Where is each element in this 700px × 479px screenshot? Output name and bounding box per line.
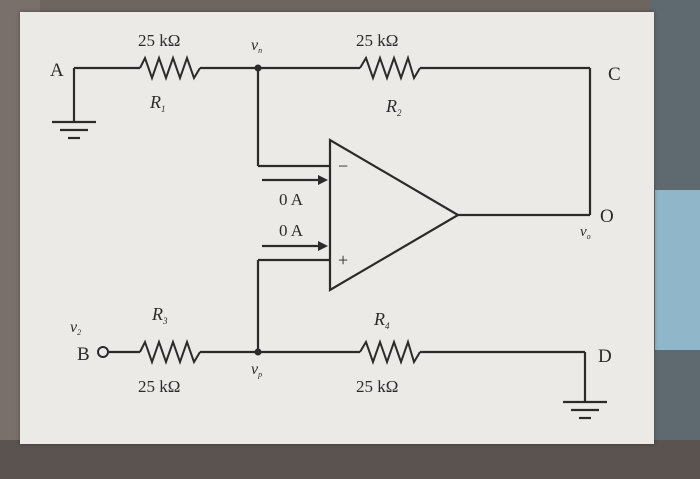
label-r3-name: R3 (151, 304, 168, 326)
ground-symbol-a (52, 68, 96, 140)
label-r4-name: R4 (373, 309, 390, 331)
background-window (655, 190, 700, 350)
label-r2-value: 25 kΩ (356, 31, 398, 50)
label-node-o: O (600, 206, 614, 227)
label-r3-value: 25 kΩ (138, 377, 180, 396)
label-node-a: A (50, 60, 64, 81)
current-arrow-inverting (262, 175, 328, 185)
label-r1-name: R1 (149, 92, 166, 114)
label-v2: v2 (70, 319, 81, 337)
label-r4-value: 25 kΩ (356, 377, 398, 396)
label-vp: vp (251, 361, 262, 379)
background-bottom (0, 440, 700, 479)
resistor-r3 (139, 338, 201, 366)
label-current-inverting: 0 A (279, 190, 304, 209)
junction-vp (254, 348, 262, 356)
label-opamp-plus: + (338, 250, 348, 270)
terminal-b (97, 346, 109, 358)
label-r2-name: R2 (385, 96, 402, 118)
current-arrow-noninverting (262, 241, 328, 251)
label-node-b: B (77, 344, 90, 365)
label-node-d: D (598, 346, 612, 367)
ground-symbol-d (563, 352, 607, 420)
label-vn: vn (251, 37, 262, 55)
label-node-c: C (608, 64, 621, 85)
paper-sheet (20, 12, 654, 444)
label-r1-value: 25 kΩ (138, 31, 180, 50)
label-vo: vo (580, 224, 591, 241)
label-opamp-minus: − (338, 156, 348, 176)
resistor-r1 (139, 54, 201, 82)
resistor-r2 (359, 54, 421, 82)
resistor-r4 (359, 338, 421, 366)
opamp-triangle (328, 138, 461, 292)
label-current-noninverting: 0 A (279, 221, 304, 240)
